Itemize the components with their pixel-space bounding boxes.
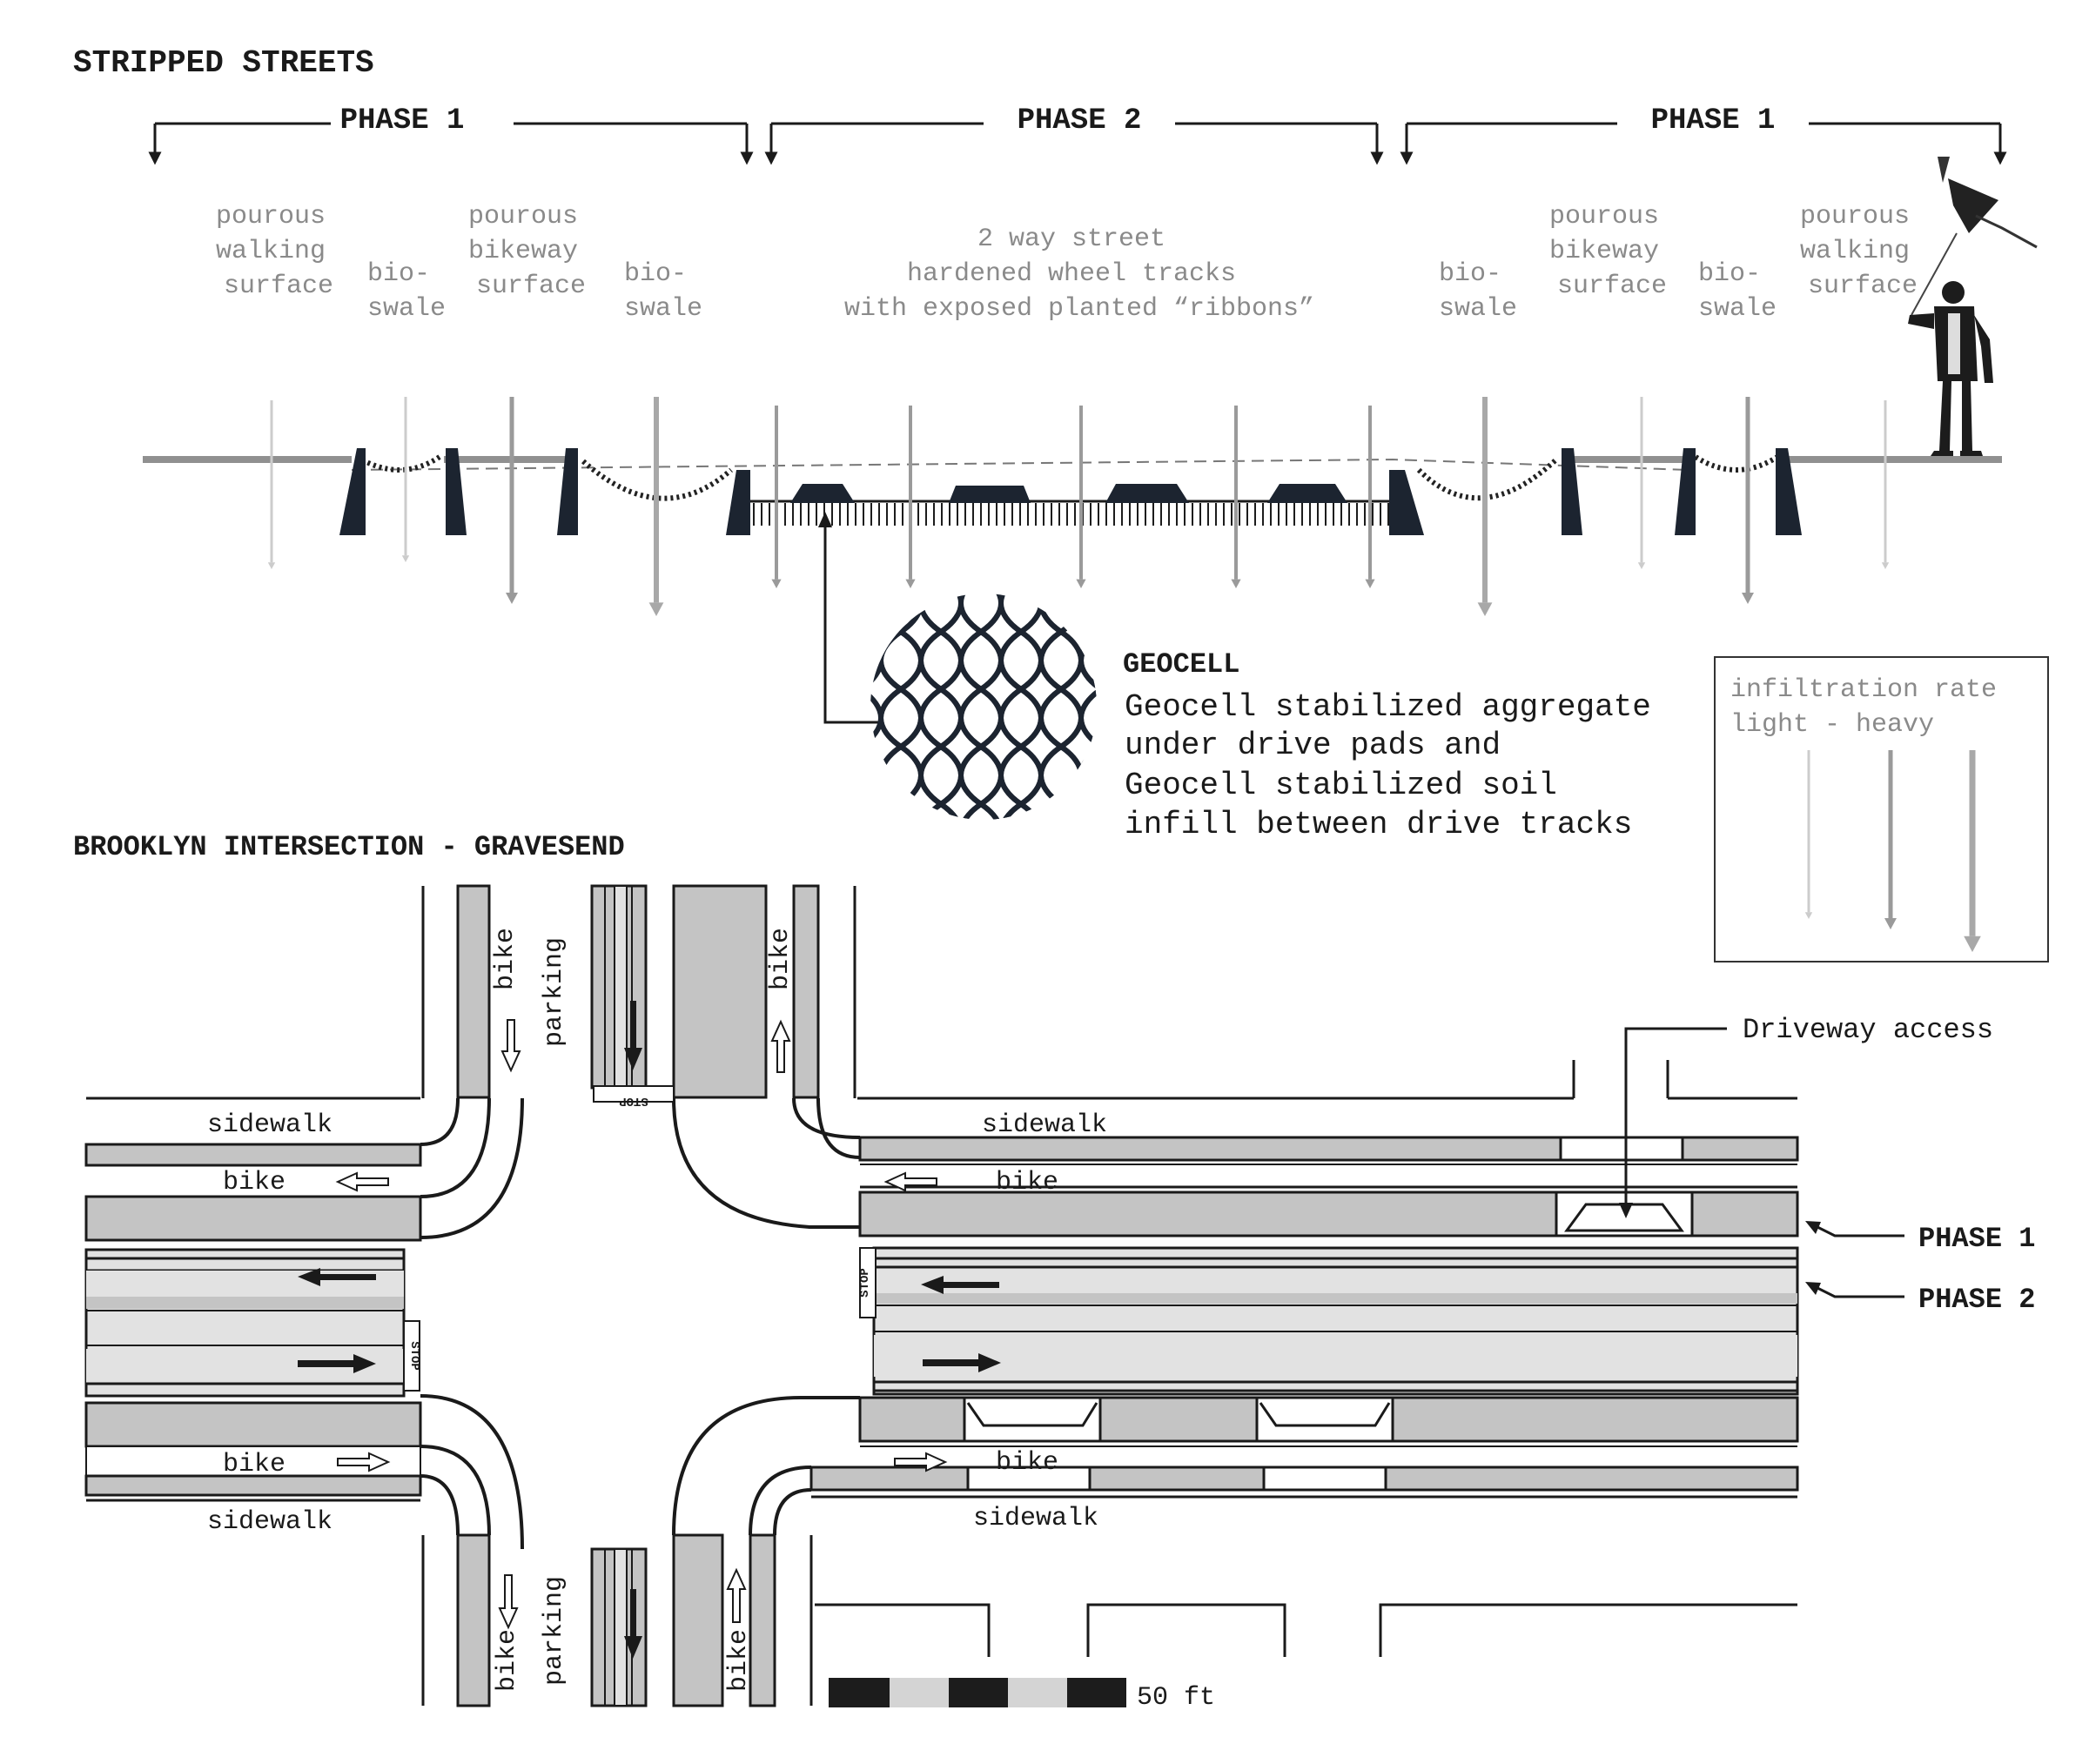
label-bioswale-4: bio- swale	[1698, 259, 1777, 324]
scale-bar: 50 ft	[829, 1678, 1215, 1713]
sidewalk-label-se: sidewalk	[973, 1504, 1098, 1533]
north-sidewalk-strip-right	[792, 884, 820, 1099]
infiltration-arrow	[1365, 406, 1375, 588]
driveway-access-label: Driveway access	[1743, 1014, 1993, 1046]
intersection-plan: STOP STOP STOP sidewalk bike bike sidewa…	[84, 884, 2035, 1713]
legend-arrow-medium	[1884, 750, 1897, 929]
street-section-profile	[143, 448, 2002, 535]
traffic-arrows	[298, 1001, 1001, 1659]
sidewalk-label-ne: sidewalk	[982, 1110, 1107, 1140]
bike-label-south-left: bike	[493, 1629, 522, 1692]
bike-label-north-right: bike	[766, 928, 796, 990]
label-bioswale-1: bio- swale	[367, 259, 446, 324]
bike-label-east-bottom: bike	[996, 1448, 1058, 1478]
phase-brackets	[148, 122, 2007, 165]
infiltration-arrow	[267, 400, 276, 569]
infiltration-arrow	[648, 397, 664, 616]
legend-arrow-heavy	[1964, 750, 1981, 952]
west-sidewalk-strip-bottom	[84, 1474, 422, 1497]
section-title: STRIPPED STREETS	[73, 45, 374, 81]
plan-title: BROOKLYN INTERSECTION - GRAVESEND	[73, 831, 625, 863]
west-parking-top	[84, 1195, 422, 1242]
sidewalk-label-sw: sidewalk	[207, 1507, 332, 1537]
geocell-callout: GEOCELL Geocell stabilized aggregate und…	[818, 512, 1670, 842]
east-sidewalk-strip-bottom	[809, 1466, 970, 1492]
scale-label: 50 ft	[1137, 1683, 1215, 1713]
geocell-title: GEOCELL	[1123, 648, 1239, 681]
parking-label-south: parking	[540, 1576, 569, 1686]
phase-label-1: PHASE 1	[340, 104, 465, 137]
sidewalk-label-nw: sidewalk	[207, 1110, 332, 1140]
infiltration-arrow	[1477, 397, 1493, 616]
bike-label-west-top: bike	[223, 1168, 285, 1197]
parking-label-north: parking	[540, 937, 569, 1047]
infiltration-arrow	[905, 406, 916, 588]
plan-phase-2-label: PHASE 2	[1918, 1284, 2035, 1316]
east-sidewalk-strip-top	[858, 1136, 1562, 1162]
south-sidewalk-strip-left	[456, 1533, 491, 1707]
infiltration-arrow	[1076, 406, 1086, 588]
bike-label-east-top: bike	[996, 1168, 1058, 1197]
infiltration-arrow	[401, 397, 410, 562]
label-bikeway-surface-left: pourous bikeway surface	[468, 202, 594, 301]
south-median	[672, 1533, 724, 1707]
infiltration-arrow	[1742, 397, 1754, 604]
label-two-way-street: 2 way street hardened wheel tracks with …	[844, 225, 1314, 324]
legend-line-2: light - heavy	[1730, 710, 1934, 740]
bike-label-south-right: bike	[724, 1629, 754, 1692]
infiltration-arrow	[1231, 406, 1241, 588]
phase-label-2: PHASE 2	[1018, 104, 1142, 137]
infiltration-arrows	[267, 397, 1890, 616]
south-sidewalk-strip-right	[749, 1533, 776, 1707]
label-bikeway-surface-right: pourous bikeway surface	[1549, 202, 1675, 301]
label-walking-surface-left: pourous walking surface	[216, 202, 341, 301]
label-bioswale-2: bio- swale	[624, 259, 702, 324]
geocell-description: Geocell stabilized aggregate under drive…	[1125, 689, 1670, 842]
stop-label-north: STOP	[619, 1094, 648, 1108]
stop-label-east: STOP	[858, 1268, 872, 1298]
legend-arrow-light	[1804, 750, 1813, 919]
east-parking-top	[858, 1191, 1558, 1237]
stop-markings: STOP STOP STOP	[403, 1085, 877, 1392]
infiltration-arrow	[771, 406, 782, 588]
plan-phase-1-label: PHASE 1	[1918, 1223, 2035, 1255]
bike-label-west-bottom: bike	[223, 1450, 285, 1479]
bike-label-north-left: bike	[491, 928, 521, 990]
east-parking-bottom	[858, 1396, 966, 1443]
geocell-pattern-illustration	[870, 594, 1097, 820]
section-zone-labels: pourous walking surface bio- swale pouro…	[216, 202, 1925, 324]
phase-label-3: PHASE 1	[1651, 104, 1776, 137]
infiltration-arrow	[1637, 397, 1646, 569]
west-sidewalk-strip-top	[84, 1143, 422, 1167]
north-sidewalk-strip-left	[456, 884, 491, 1099]
infiltration-arrow	[1881, 400, 1890, 569]
west-parking-bottom	[84, 1401, 422, 1448]
person-with-kite-illustration	[1908, 157, 2038, 456]
infiltration-legend: infiltration rate light - heavy	[1714, 656, 2049, 962]
stop-label-west: STOP	[407, 1341, 421, 1371]
infiltration-arrow	[506, 397, 518, 604]
north-median	[672, 884, 768, 1099]
label-walking-surface-right: pourous walking surface	[1800, 202, 1925, 301]
label-bioswale-3: bio- swale	[1439, 259, 1517, 324]
legend-line-1: infiltration rate	[1730, 675, 1997, 705]
